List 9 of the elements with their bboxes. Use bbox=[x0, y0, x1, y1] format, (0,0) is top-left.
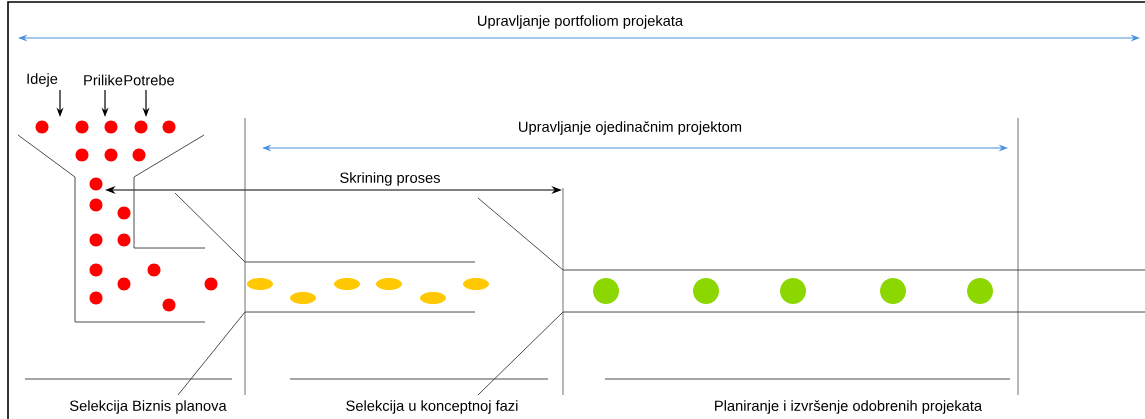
span-label: Upravljanje ojedinačnim projektom bbox=[519, 121, 742, 135]
phase-label: Planiranje i izvršenje odobrenih projekata bbox=[715, 400, 983, 414]
span-label: Skrining proses bbox=[340, 172, 440, 186]
input-label: Prilike bbox=[84, 74, 123, 86]
phase-label: Selekcija u konceptnoj fazi bbox=[346, 400, 518, 414]
input-label: Potrebe bbox=[124, 74, 175, 86]
span-label: Upravljanje portfoliom projekata bbox=[478, 15, 684, 29]
input-label: Ideje bbox=[27, 73, 58, 87]
phase-label: Selekcija Biznis planova bbox=[70, 400, 227, 414]
